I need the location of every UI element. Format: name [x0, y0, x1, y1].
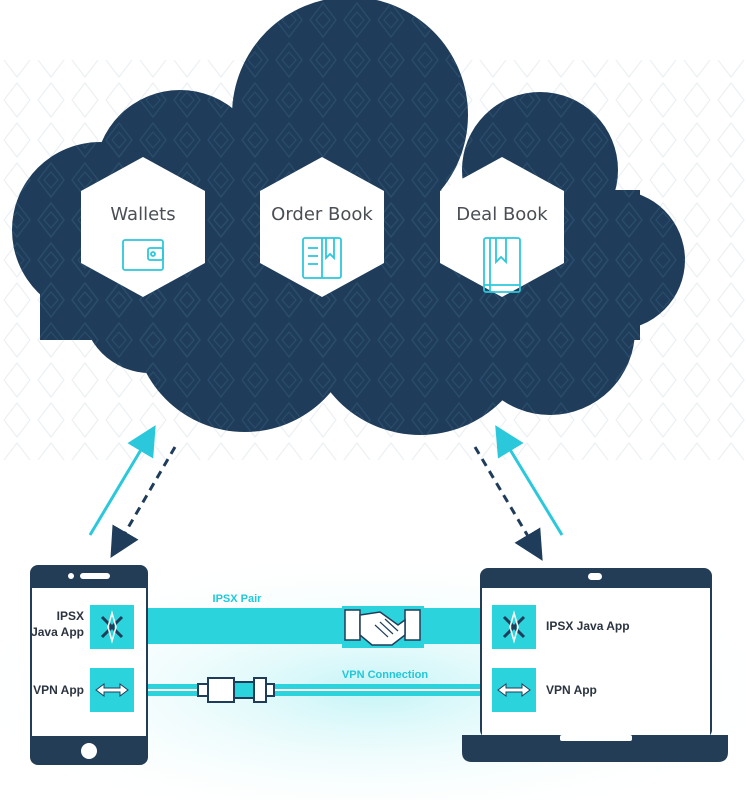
ipsx-pair-connection: IPSX Pair	[148, 593, 480, 648]
hex-title-deal-book: Deal Book	[456, 204, 548, 225]
hex-title-wallets: Wallets	[110, 204, 175, 225]
hexagon-wallets: Wallets	[81, 157, 205, 297]
vpn-connection: VPN Connection	[148, 669, 480, 703]
laptop-device: IPSX Java App VPN App	[462, 568, 728, 762]
wallet-icon	[122, 239, 164, 271]
ipsx-pair-label: IPSX Pair	[213, 593, 263, 605]
open-book-icon	[302, 237, 342, 279]
phone-ipsx-label-2: Java App	[31, 625, 84, 639]
ipsx-logo-icon	[90, 605, 134, 649]
phone-ipsx-label-1: IPSX	[57, 609, 84, 623]
arrow-cloud-to-laptop	[473, 446, 543, 561]
hex-title-order-book: Order Book	[271, 204, 373, 225]
double-arrow-icon	[492, 668, 536, 712]
phone-device: IPSX Java App VPN App	[30, 565, 148, 765]
hexagon-deal-book: Deal Book	[440, 157, 564, 297]
laptop-ipsx-label: IPSX Java App	[546, 619, 630, 633]
handshake-icon	[342, 606, 424, 648]
hexagon-order-book: Order Book	[260, 157, 384, 297]
laptop-vpn-label: VPN App	[546, 683, 597, 697]
vpn-connection-label: VPN Connection	[342, 669, 428, 681]
arrow-phone-to-cloud	[88, 425, 156, 536]
home-button	[81, 743, 97, 759]
phone-vpn-label: VPN App	[33, 683, 84, 697]
plug-connector-icon	[197, 677, 275, 703]
double-arrow-icon	[90, 668, 134, 712]
arrow-cloud-to-phone	[110, 446, 177, 558]
ipsx-logo-icon	[492, 605, 536, 649]
closed-book-icon	[483, 237, 521, 293]
arrow-laptop-to-cloud	[495, 425, 564, 536]
